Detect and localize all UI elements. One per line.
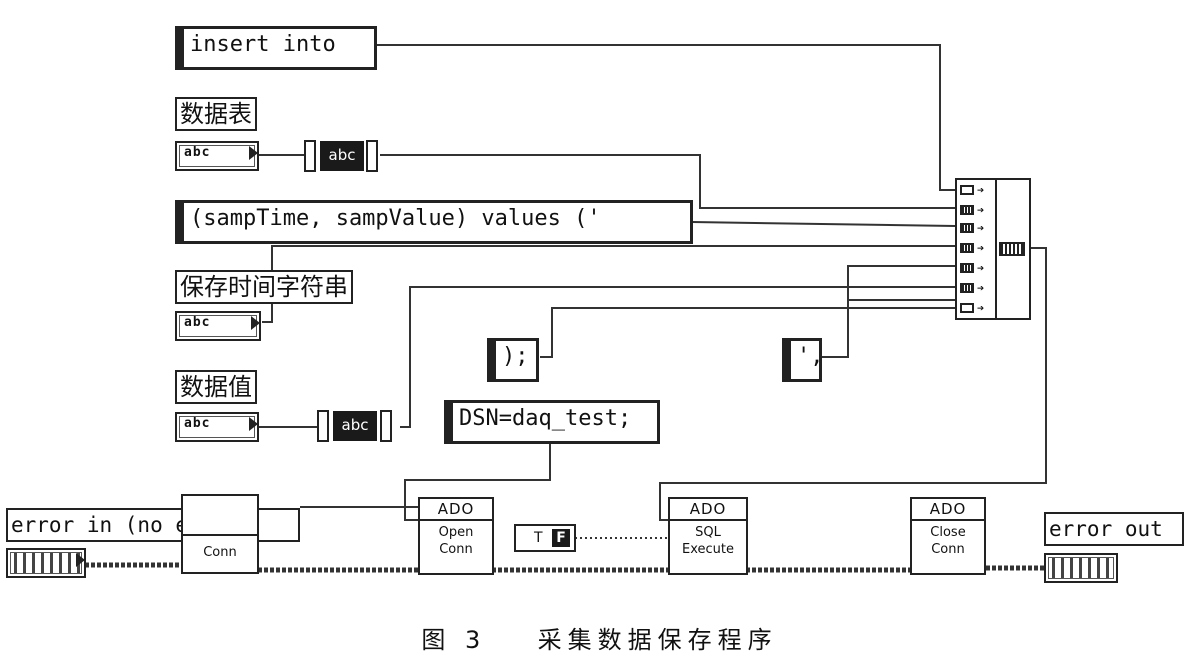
ado-close-conn-block[interactable]: ADO Close Conn	[910, 497, 986, 575]
wire-value	[400, 286, 955, 428]
concat-slot-4	[960, 243, 974, 253]
ado-sql-head: ADO	[670, 499, 746, 521]
ado-sql-line1: SQL	[695, 525, 721, 540]
figure-caption: 图 3 采集数据保存程序	[0, 620, 1199, 655]
arrow-icon: ➔	[977, 241, 985, 255]
quote-comma-constant: ',	[782, 338, 822, 382]
conn-block[interactable]: Conn	[181, 494, 259, 574]
concat-slot-3	[960, 223, 974, 233]
ado-sql-execute-block[interactable]: ADO SQL Execute	[668, 497, 748, 575]
error-in-terminal[interactable]	[6, 548, 86, 578]
time-terminal-text: abc	[184, 315, 211, 330]
ado-open-head: ADO	[420, 499, 492, 521]
wire-time-string	[262, 245, 955, 323]
bool-true-text: T	[534, 530, 543, 546]
value-label: 数据值	[175, 370, 257, 404]
value-terminal-text: abc	[184, 416, 211, 431]
conn-block-label: Conn	[183, 534, 257, 561]
arrow-icon: ➔	[977, 203, 985, 217]
concat-slot-5	[960, 263, 974, 273]
time-string-terminal[interactable]: abc	[175, 311, 261, 341]
wire-quote-comma	[820, 265, 955, 358]
error-out-label: error out	[1044, 512, 1184, 546]
table-name-label: 数据表	[175, 97, 257, 131]
wire-close-paren	[540, 307, 955, 358]
ado-open-line2: Conn	[439, 542, 473, 557]
ado-close-head: ADO	[912, 499, 984, 521]
value-bracket-left	[317, 410, 329, 442]
concat-divider	[995, 180, 997, 318]
arrow-icon: ➔	[977, 261, 985, 275]
bool-false-text: F	[552, 529, 570, 547]
arrow-icon: ➔	[977, 281, 985, 295]
samp-values-constant: (sampTime, sampValue) values ('	[175, 200, 693, 244]
value-terminal[interactable]: abc	[175, 412, 259, 442]
conn-block-top	[183, 496, 257, 534]
figure-title: 采集数据保存程序	[537, 626, 778, 654]
value-string-indicator: abc	[333, 411, 377, 441]
table-string-indicator: abc	[320, 141, 364, 171]
wire-dsn	[404, 440, 551, 521]
time-string-label: 保存时间字符串	[175, 270, 353, 304]
figure-number: 图 3	[421, 626, 487, 654]
table-bracket-left	[304, 140, 316, 172]
concat-slot-7	[960, 303, 974, 313]
error-out-indicator[interactable]	[1044, 553, 1118, 583]
concat-slot-1	[960, 185, 974, 195]
ado-open-line1: Open	[438, 525, 474, 540]
insert-into-constant: insert into	[175, 26, 377, 70]
concat-output-icon	[999, 242, 1025, 256]
table-terminal-text: abc	[184, 145, 211, 160]
dsn-constant: DSN=daq_test;	[444, 400, 660, 444]
table-bracket-right	[366, 140, 378, 172]
concat-slot-6	[960, 283, 974, 293]
wire-samp-values	[691, 221, 956, 227]
ado-open-conn-block[interactable]: ADO Open Conn	[418, 497, 494, 575]
wire-insert-into	[376, 44, 955, 191]
arrow-icon: ➔	[977, 301, 985, 315]
arrow-icon: ➔	[977, 183, 985, 197]
ado-close-line2: Conn	[931, 542, 965, 557]
close-paren-constant: );	[487, 338, 539, 382]
wire-sql-string	[659, 247, 1047, 521]
ado-close-line1: Close	[930, 525, 966, 540]
concat-slot-2	[960, 205, 974, 215]
ado-sql-line2: Execute	[682, 542, 734, 557]
arrow-icon: ➔	[977, 221, 985, 235]
wire-table-2	[380, 154, 955, 209]
bool-constant[interactable]: T F	[514, 524, 576, 552]
table-name-terminal[interactable]: abc	[175, 141, 259, 171]
value-bracket-right	[380, 410, 392, 442]
concatenate-strings-node[interactable]: ➔ ➔ ➔ ➔ ➔ ➔ ➔	[955, 178, 1031, 320]
